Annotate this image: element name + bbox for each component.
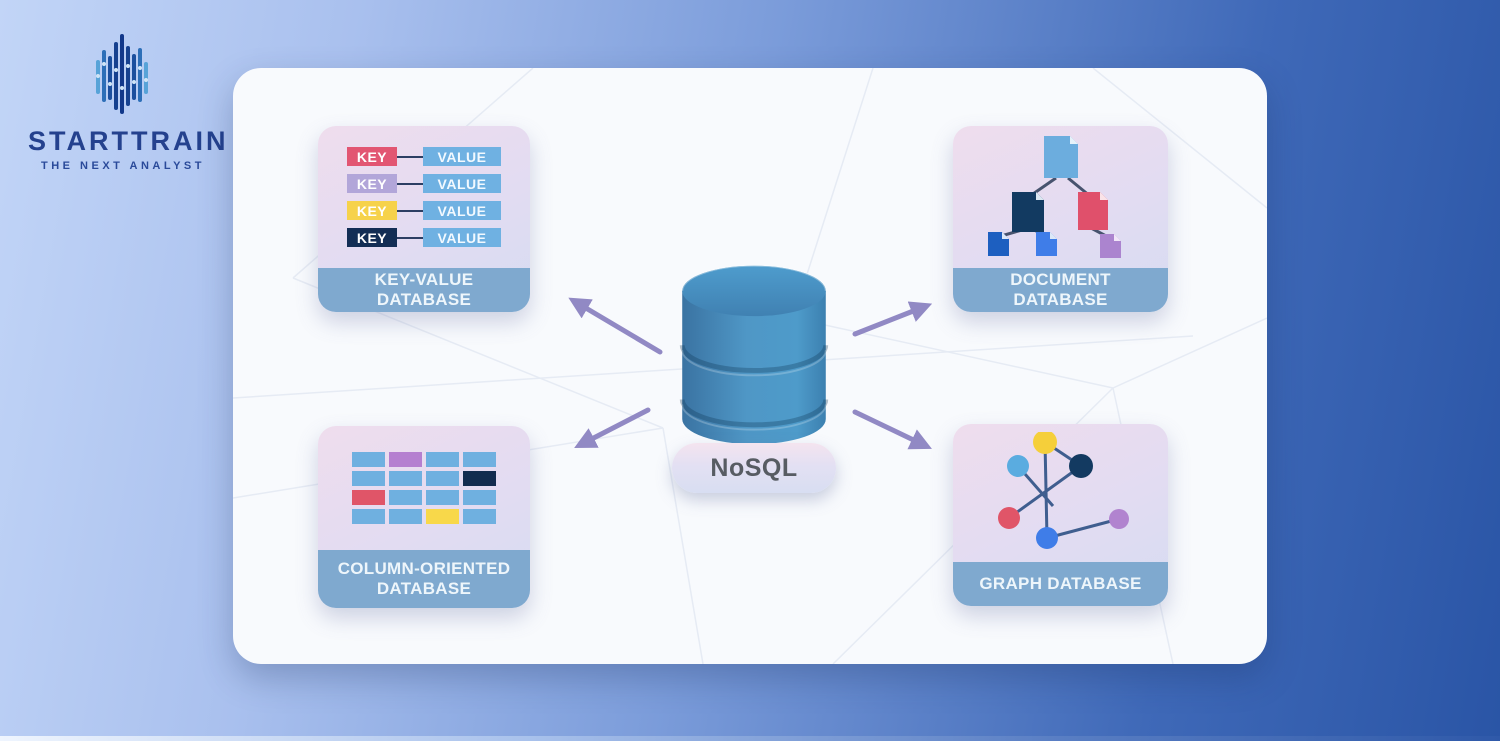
document-database-card: DOCUMENT DATABASE (953, 126, 1168, 312)
column-grid-cell (352, 490, 385, 505)
column-grid-cell (426, 490, 459, 505)
diagram-panel: KEY VALUE KEY VALUE KEY VALUE KEY (233, 68, 1267, 664)
arrow-to-graph-icon (852, 409, 932, 450)
graph-database-label: GRAPH DATABASE (953, 562, 1168, 606)
key-value-connector (397, 155, 423, 158)
column-grid-cell (389, 452, 422, 467)
document-tree-icon (987, 136, 1121, 258)
column-grid-cell (463, 490, 496, 505)
column-oriented-database-card: COLUMN-ORIENTED DATABASE (318, 426, 530, 608)
column-grid-cell (352, 509, 385, 524)
bottom-edge-strip (0, 736, 1500, 741)
database-cylinder-icon (679, 264, 829, 445)
key-value-row: KEY VALUE (347, 174, 501, 193)
column-grid-cell (463, 471, 496, 486)
column-grid-cell (352, 452, 385, 467)
key-value-connector (397, 209, 423, 212)
key-value-row: KEY VALUE (347, 228, 501, 247)
key-value-row: KEY VALUE (347, 201, 501, 220)
column-grid-cell (426, 452, 459, 467)
column-grid-cell (463, 509, 496, 524)
value-chip: VALUE (423, 174, 501, 193)
key-chip: KEY (347, 174, 397, 193)
column-grid-cell (389, 509, 422, 524)
value-chip: VALUE (423, 201, 501, 220)
column-grid-cell (389, 471, 422, 486)
column-oriented-database-label: COLUMN-ORIENTED DATABASE (318, 550, 530, 608)
column-grid-row (352, 509, 496, 524)
arrow-to-key-value-icon (568, 297, 663, 355)
value-chip: VALUE (423, 147, 501, 166)
key-value-icon: KEY VALUE KEY VALUE KEY VALUE KEY (318, 126, 530, 268)
brand-tagline: THE NEXT ANALYST (41, 160, 205, 172)
key-value-database-label: KEY-VALUE DATABASE (318, 268, 530, 312)
key-chip: KEY (347, 201, 397, 220)
column-grid-icon (352, 452, 496, 524)
key-chip: KEY (347, 228, 397, 247)
column-grid-cell (463, 452, 496, 467)
graph-network-icon (997, 432, 1129, 549)
key-value-connector (397, 236, 423, 239)
column-grid-cell (352, 471, 385, 486)
column-grid-cell (389, 490, 422, 505)
key-value-database-card: KEY VALUE KEY VALUE KEY VALUE KEY (318, 126, 530, 312)
key-chip: KEY (347, 147, 397, 166)
key-value-connector (397, 182, 423, 185)
column-grid-row (352, 471, 496, 486)
graph-database-card: GRAPH DATABASE (953, 424, 1168, 606)
nosql-label: NoSQL (672, 443, 836, 493)
document-database-label: DOCUMENT DATABASE (953, 268, 1168, 312)
column-grid-cell (426, 471, 459, 486)
equalizer-bars-logo-icon (96, 34, 148, 114)
key-value-row: KEY VALUE (347, 147, 501, 166)
brand-logo: STARTTRAIN THE NEXT ANALYST (28, 34, 229, 172)
column-grid-cell (426, 509, 459, 524)
value-chip: VALUE (423, 228, 501, 247)
column-grid-row (352, 452, 496, 467)
brand-name: STARTTRAIN (28, 126, 229, 156)
column-grid-row (352, 490, 496, 505)
arrow-to-column-icon (574, 407, 651, 449)
arrow-to-document-icon (852, 301, 933, 337)
